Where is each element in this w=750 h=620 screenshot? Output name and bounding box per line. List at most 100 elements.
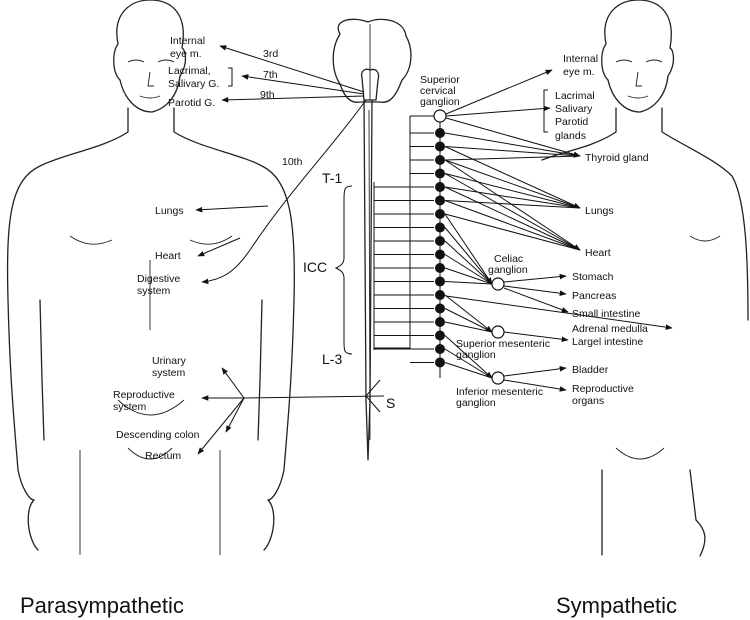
sc-internal-eye-arrow [445, 69, 553, 115]
spinal-cord-center [368, 109, 371, 441]
symp-reproductive-line1: Reproductive [572, 383, 634, 395]
chain-ganglion-9 [435, 236, 445, 246]
celiac-fiber-6 [444, 281, 493, 285]
para-urinary-line2: system [152, 367, 186, 379]
para-parotid-label: Parotid G. [168, 97, 215, 109]
sc-glands-arrow [445, 105, 551, 117]
para-lungs-label: Lungs [155, 205, 184, 217]
para-rectum-label: Rectum [145, 450, 181, 462]
celiac-label-line2: ganglion [488, 264, 528, 276]
sympathetic-targets [433, 69, 673, 392]
icc-label: ICC [303, 259, 327, 275]
sacral-label: S [386, 395, 395, 411]
t1-label: T-1 [322, 170, 342, 186]
symp-reproductive-line2: organs [572, 395, 604, 407]
sup-mesenteric-line2: ganglion [456, 349, 496, 361]
lungs-fiber-1 [444, 146, 581, 209]
chain-ganglion-16 [435, 330, 445, 341]
para-heart-label: Heart [155, 250, 181, 262]
chain-ganglion-6 [435, 195, 445, 206]
heart-fiber-3 [444, 186, 581, 251]
cn7-arrow [241, 74, 365, 95]
inf-mesenteric-line2: ganglion [456, 397, 496, 409]
right-torso-details [615, 235, 721, 460]
lacrimal-brace [228, 67, 233, 87]
inf-mesenteric-reproductive-arrow [503, 379, 567, 392]
inf-mesenteric-fiber-2 [444, 348, 493, 379]
sacral-urinary-arrow [221, 367, 245, 399]
chain-ganglion-11 [435, 263, 445, 273]
right-face-features [615, 59, 663, 99]
thyroid-fiber-2 [444, 146, 581, 157]
parasympathetic-nerves [195, 45, 385, 455]
parasympathetic-title: Parasympathetic [20, 593, 184, 618]
symp-bladder-label: Bladder [572, 364, 609, 376]
para-reproductive-line2: system [113, 401, 147, 413]
brain [332, 18, 412, 103]
para-reproductive-line1: Reproductive [113, 389, 175, 401]
thyroid-fiber-1 [444, 132, 581, 158]
right-head [601, 0, 675, 113]
celiac-small-intestine-arrow [503, 287, 569, 313]
superior-mesenteric-ganglion [491, 325, 505, 339]
cn9-arrow [221, 95, 365, 103]
symp-glands-line2: Salivary [555, 103, 593, 115]
para-digestive-line1: Digestive [137, 273, 180, 285]
brainstem [360, 68, 380, 101]
chain-ganglion-13 [435, 290, 445, 300]
celiac-stomach-arrow [503, 273, 567, 283]
symp-internal-eye-line1: Internal [563, 53, 598, 65]
inf-mesenteric-fiber-1 [444, 335, 493, 379]
right-torso-left-edge [541, 107, 617, 161]
sacral-trunk [243, 395, 385, 399]
cn9-label: 9th [260, 89, 275, 101]
right-torso-right-edge [661, 107, 749, 321]
inferior-mesenteric-ganglion [491, 371, 505, 385]
celiac-fiber-5 [444, 267, 493, 285]
chain-ganglion-8 [435, 222, 445, 233]
symp-adrenal-label: Adrenal medulla [572, 323, 648, 335]
lungs-fiber-4 [444, 186, 581, 209]
symp-pancreas-label: Pancreas [572, 290, 616, 302]
brain-and-spinal-cord [332, 18, 412, 461]
symp-heart-label: Heart [585, 247, 611, 259]
left-torso-left-edge [6, 107, 129, 501]
symp-large-intestine-label: Largel intestine [572, 336, 643, 348]
para-lacrimal-line1: Lacrimal, [168, 65, 211, 77]
sup-mesenteric-line1: Superior mesenteric [456, 338, 550, 350]
parasympathetic-labels: Internal eye m. Lacrimal, Salivary G. Pa… [113, 35, 303, 462]
lungs-fiber-3 [444, 173, 581, 209]
symp-lungs-label: Lungs [585, 205, 614, 217]
chain-ganglion-2 [435, 141, 445, 152]
left-hands [27, 499, 275, 551]
chain-ganglion-3 [435, 155, 445, 165]
heart-fiber-2 [444, 173, 581, 251]
chain-ganglion-17 [435, 344, 445, 354]
symp-glands-line4: glands [555, 130, 586, 142]
heart-fiber-4 [444, 200, 581, 251]
celiac-fiber-2 [444, 227, 493, 285]
symp-small-intestine-label: Small intestine [572, 308, 640, 320]
glands-brace [543, 89, 548, 133]
para-internal-eye-line2: eye m. [170, 48, 202, 60]
cn3-label: 3rd [263, 48, 278, 60]
symp-glands-line3: Parotid [555, 116, 588, 128]
icc-brace [334, 185, 353, 355]
chain-ganglion-12 [435, 276, 445, 287]
left-head [113, 0, 187, 113]
celiac-label-line1: Celiac [494, 253, 523, 265]
vagus-trunk [201, 99, 367, 285]
cn3-arrow [219, 45, 365, 93]
cn10-label: 10th [282, 156, 303, 168]
celiac-fiber-1 [444, 213, 493, 285]
sacral-fork [365, 379, 381, 413]
left-torso-details [69, 235, 233, 555]
sacral-rectum-arrow [197, 397, 245, 455]
symp-internal-eye-line2: eye m. [563, 66, 595, 78]
sacral-colon-arrow [225, 397, 245, 433]
sympathetic-labels: Superior cervical ganglion Internal eye … [420, 53, 649, 409]
vagus-heart-arrow [197, 237, 241, 257]
spinal-cord [363, 99, 373, 461]
chain-ganglion-5 [435, 182, 445, 192]
